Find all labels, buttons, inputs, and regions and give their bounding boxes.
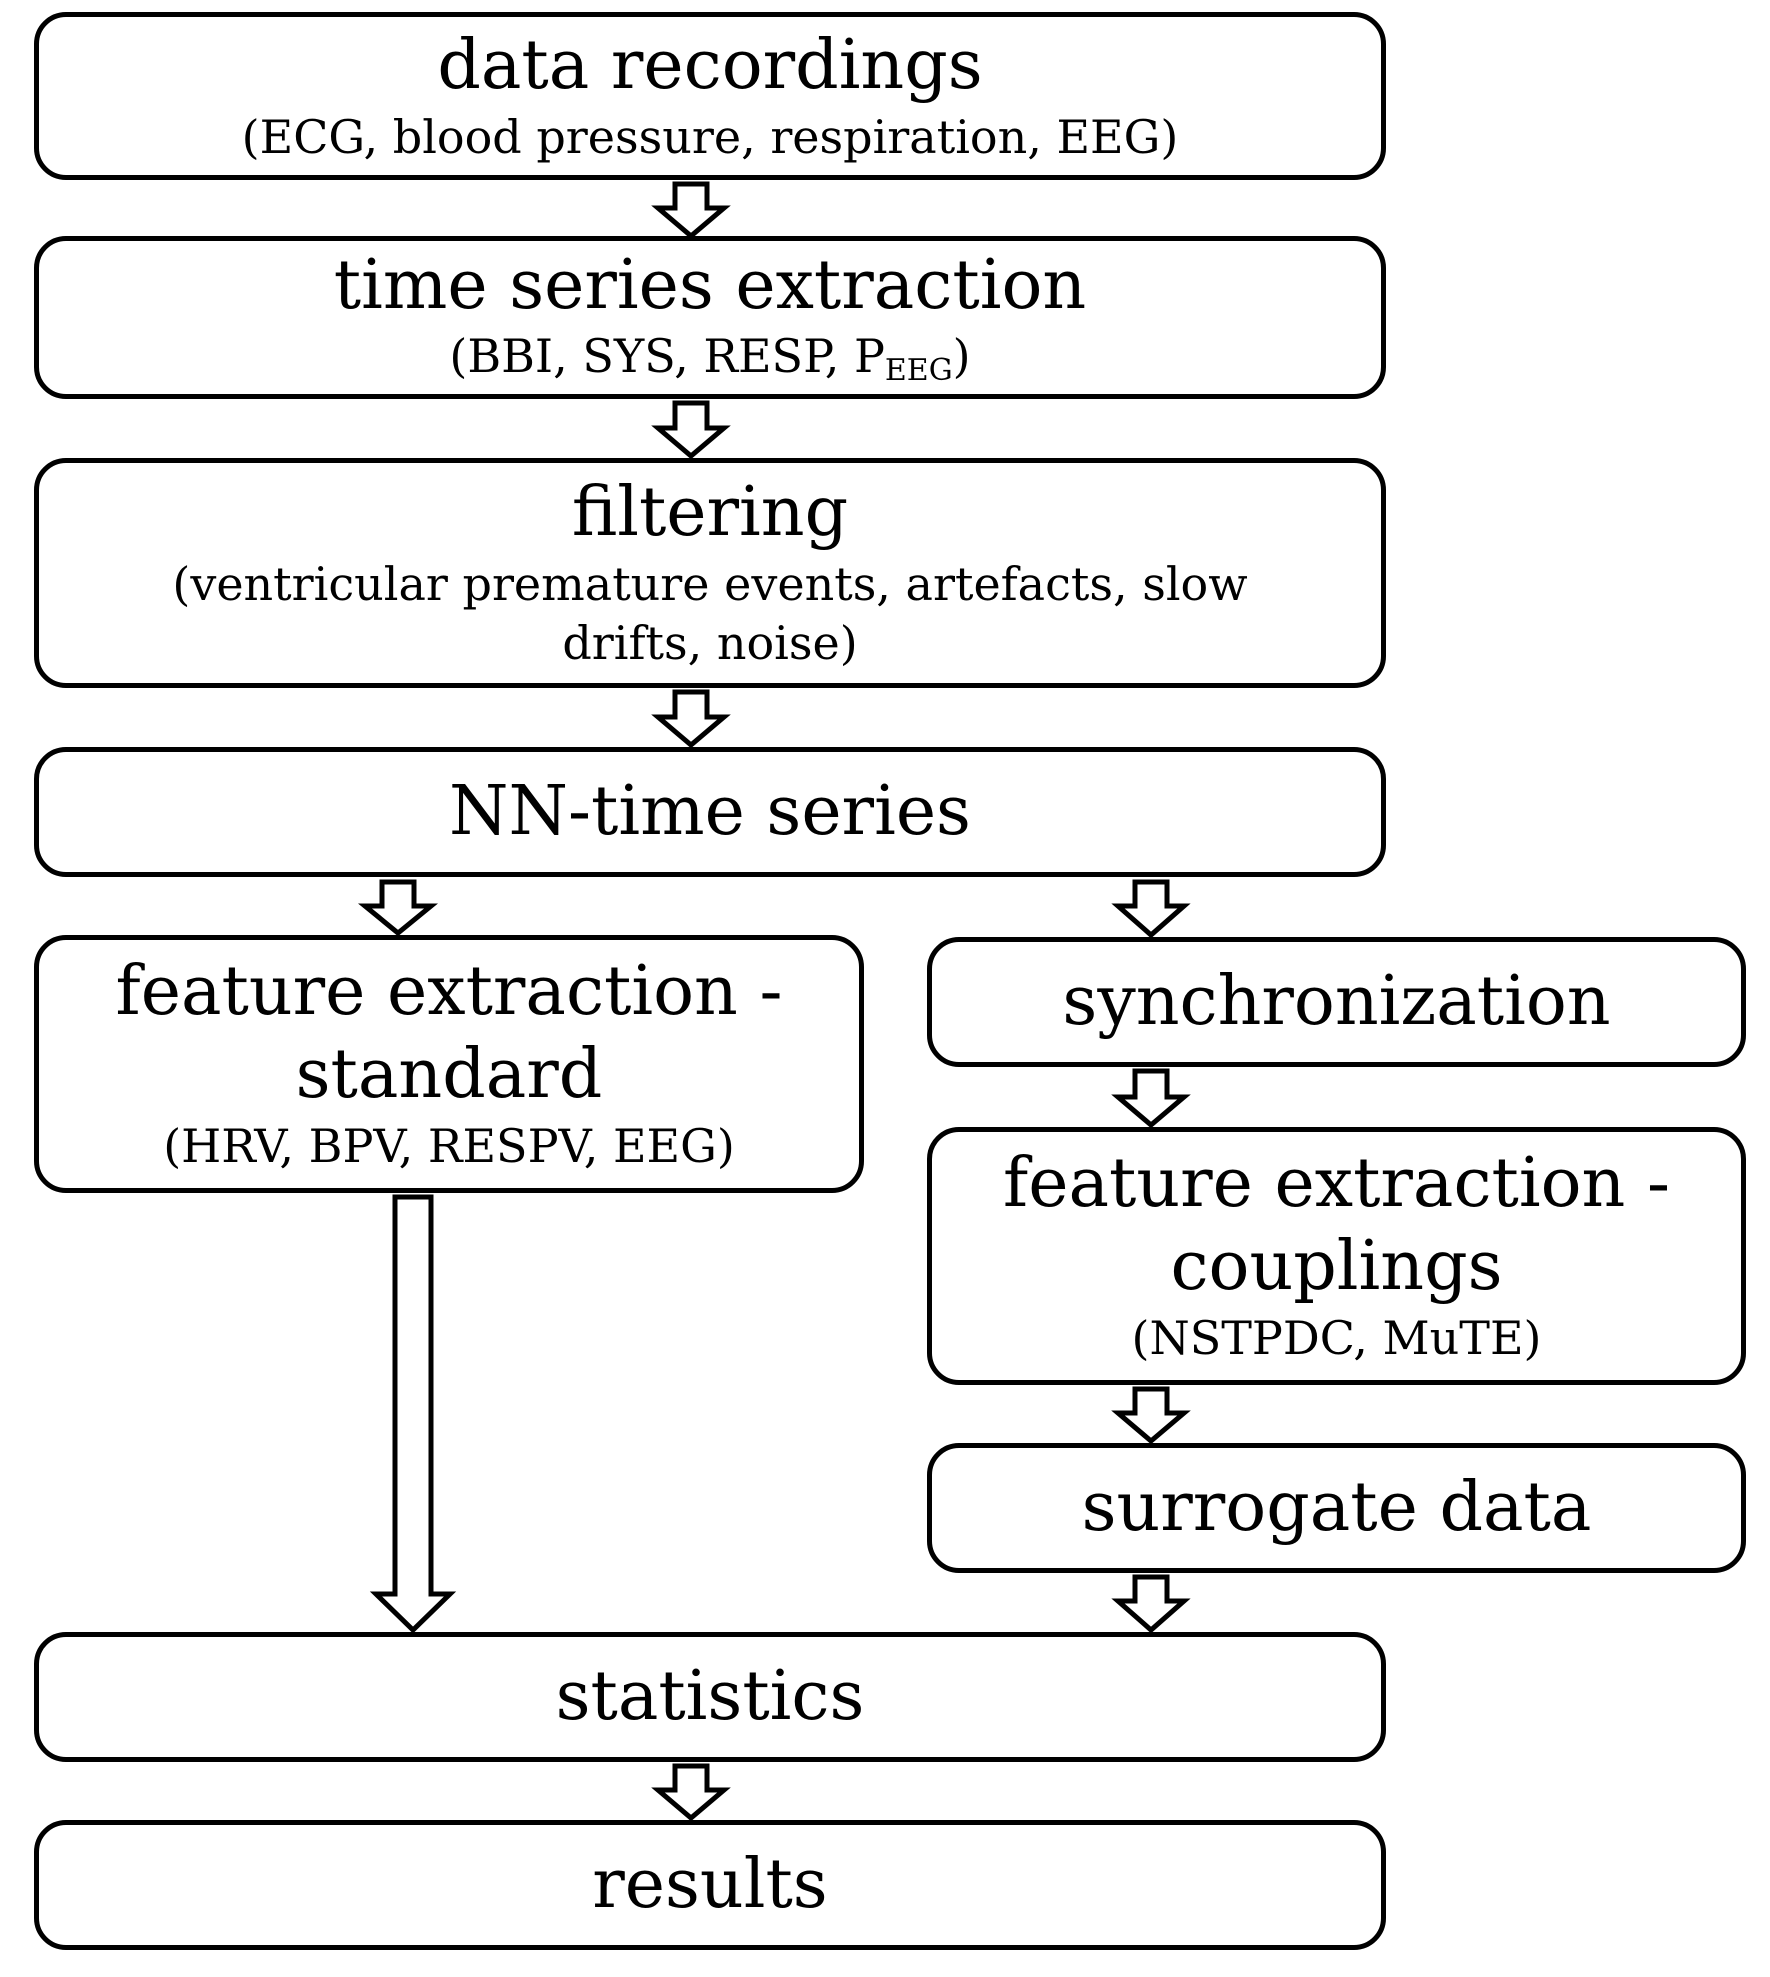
node-title: data recordings bbox=[437, 25, 983, 105]
node-title: time series extraction bbox=[333, 245, 1087, 325]
node-title: surrogate data bbox=[1081, 1467, 1592, 1547]
arrow-nn-to-synchronization bbox=[1111, 879, 1191, 939]
arrow-nn-to-feature-standard bbox=[357, 879, 439, 937]
node-title-line2: couplings bbox=[1170, 1227, 1503, 1307]
node-title: statistics bbox=[555, 1656, 865, 1736]
node-title-line1: feature extraction - bbox=[1003, 1144, 1670, 1224]
subtitle-suffix: ) bbox=[952, 329, 971, 384]
arrow-recordings-to-extraction bbox=[651, 181, 731, 240]
node-subtitle: (HRV, BPV, RESPV, EEG) bbox=[163, 1119, 735, 1174]
node-nn-time-series: NN-time series bbox=[34, 747, 1386, 877]
arrow-surrogate-to-statistics bbox=[1111, 1574, 1191, 1634]
node-results: results bbox=[34, 1820, 1386, 1950]
node-data-recordings: data recordings (ECG, blood pressure, re… bbox=[34, 12, 1386, 180]
node-title: filtering bbox=[571, 472, 849, 552]
node-subtitle: (ventricular premature events, artefacts… bbox=[172, 556, 1248, 671]
arrow-couplings-to-surrogate bbox=[1111, 1386, 1191, 1445]
arrow-statistics-to-results bbox=[651, 1763, 731, 1822]
arrow-extraction-to-filtering bbox=[651, 400, 731, 460]
node-feature-extraction-couplings: feature extraction - couplings (NSTPDC, … bbox=[927, 1127, 1746, 1385]
node-surrogate-data: surrogate data bbox=[927, 1443, 1746, 1573]
subtitle-text: (BBI, SYS, RESP, P bbox=[449, 329, 885, 384]
node-subtitle: (NSTPDC, MuTE) bbox=[1131, 1311, 1542, 1366]
node-title-line2: standard bbox=[295, 1035, 603, 1115]
node-subtitle: (ECG, blood pressure, respiration, EEG) bbox=[241, 109, 1179, 164]
subtitle-subscript: EEG bbox=[884, 353, 953, 389]
node-title: synchronization bbox=[1062, 961, 1611, 1041]
node-title: NN-time series bbox=[449, 771, 971, 851]
node-subtitle: (BBI, SYS, RESP, PEEG) bbox=[449, 327, 970, 390]
node-time-series-extraction: time series extraction (BBI, SYS, RESP, … bbox=[34, 236, 1386, 399]
node-filtering: filtering (ventricular premature events,… bbox=[34, 458, 1386, 688]
node-title-line1: feature extraction - bbox=[115, 952, 783, 1032]
node-synchronization: synchronization bbox=[927, 937, 1746, 1067]
arrow-feature-standard-to-statistics bbox=[369, 1194, 457, 1634]
node-title: results bbox=[592, 1844, 828, 1924]
arrow-filtering-to-nn bbox=[651, 689, 731, 749]
arrow-synchronization-to-couplings bbox=[1111, 1068, 1191, 1129]
node-feature-extraction-standard: feature extraction - standard (HRV, BPV,… bbox=[34, 935, 864, 1193]
node-statistics: statistics bbox=[34, 1632, 1386, 1762]
